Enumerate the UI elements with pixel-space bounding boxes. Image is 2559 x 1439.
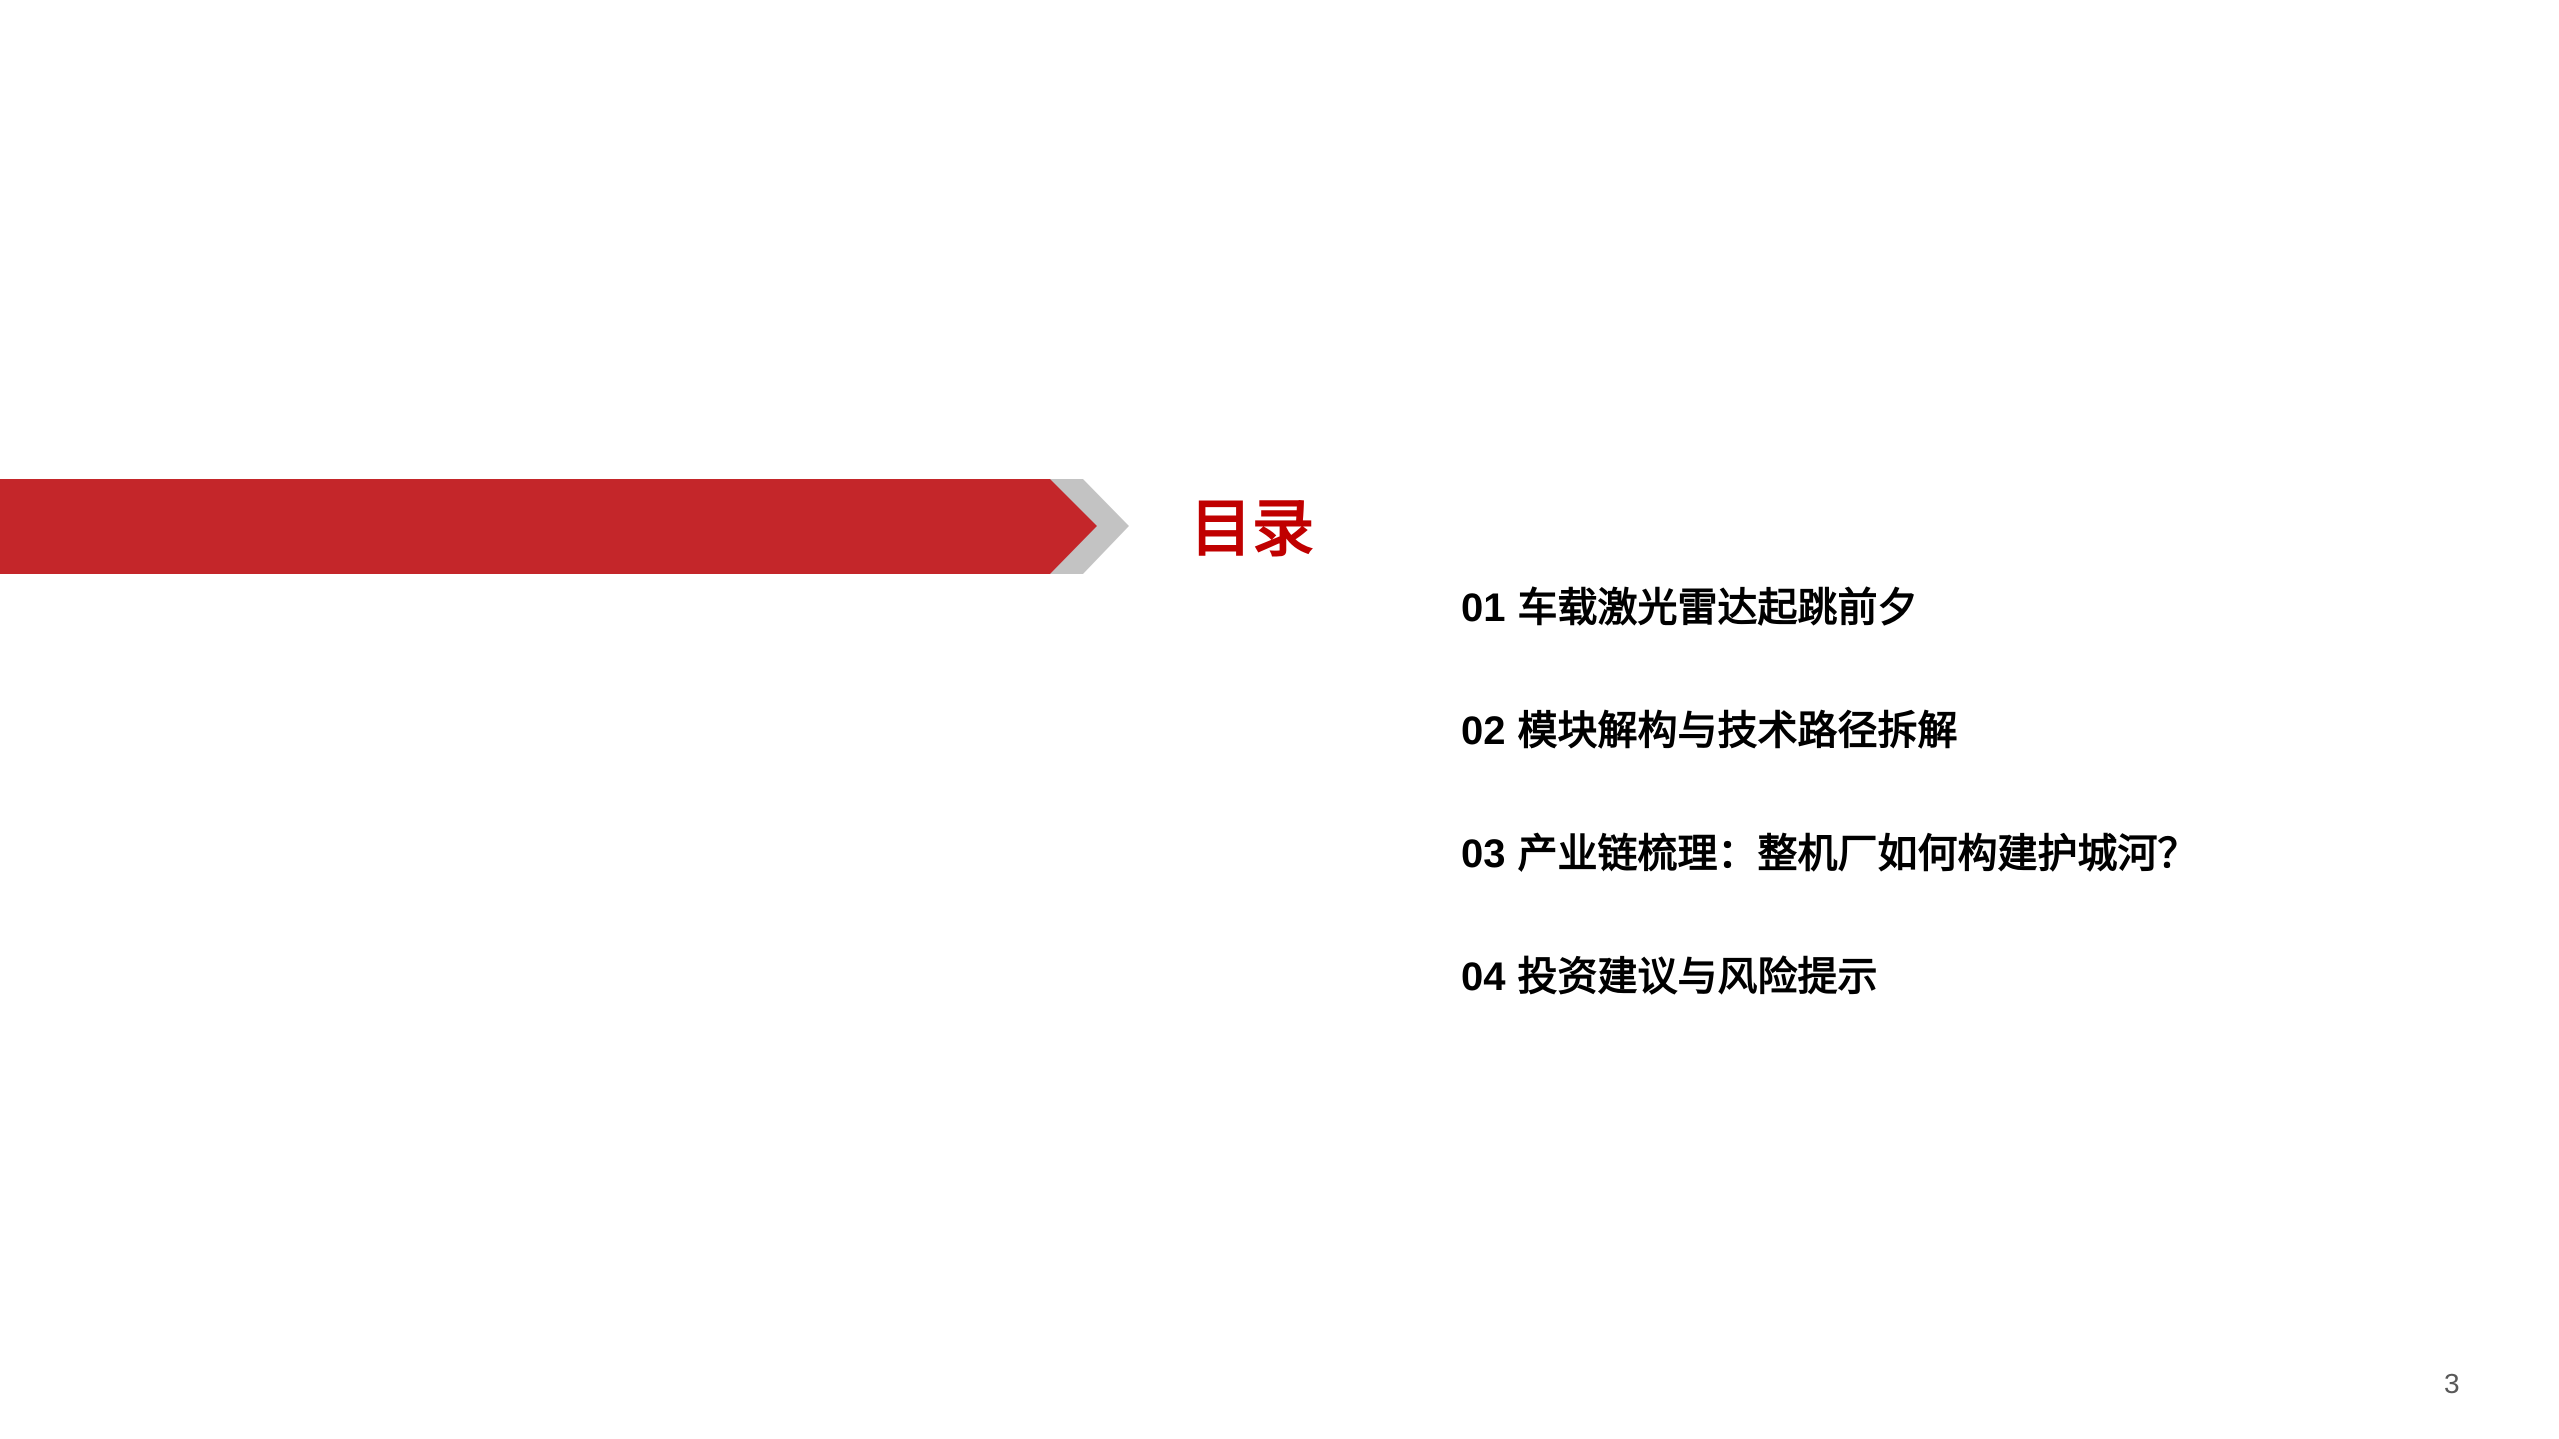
toc-item-number: 01 (1461, 586, 1506, 630)
page-title: 目录 (1190, 495, 1315, 564)
toc-item-number: 04 (1461, 955, 1506, 999)
toc-item-label: 车载激光雷达起跳前夕 (1517, 586, 1918, 630)
toc-item-number: 03 (1461, 832, 1506, 876)
toc-item-number: 02 (1461, 709, 1506, 753)
page-number: 3 (2444, 1368, 2460, 1399)
toc-item-label: 投资建议与风险提示 (1517, 955, 1878, 999)
red-arrow-shape (0, 479, 1097, 574)
toc-item-label: 模块解构与技术路径拆解 (1517, 709, 1958, 753)
title-banner-arrow (0, 479, 1129, 574)
toc-item-label: 产业链梳理：整机厂如何构建护城河？ (1517, 832, 2198, 876)
